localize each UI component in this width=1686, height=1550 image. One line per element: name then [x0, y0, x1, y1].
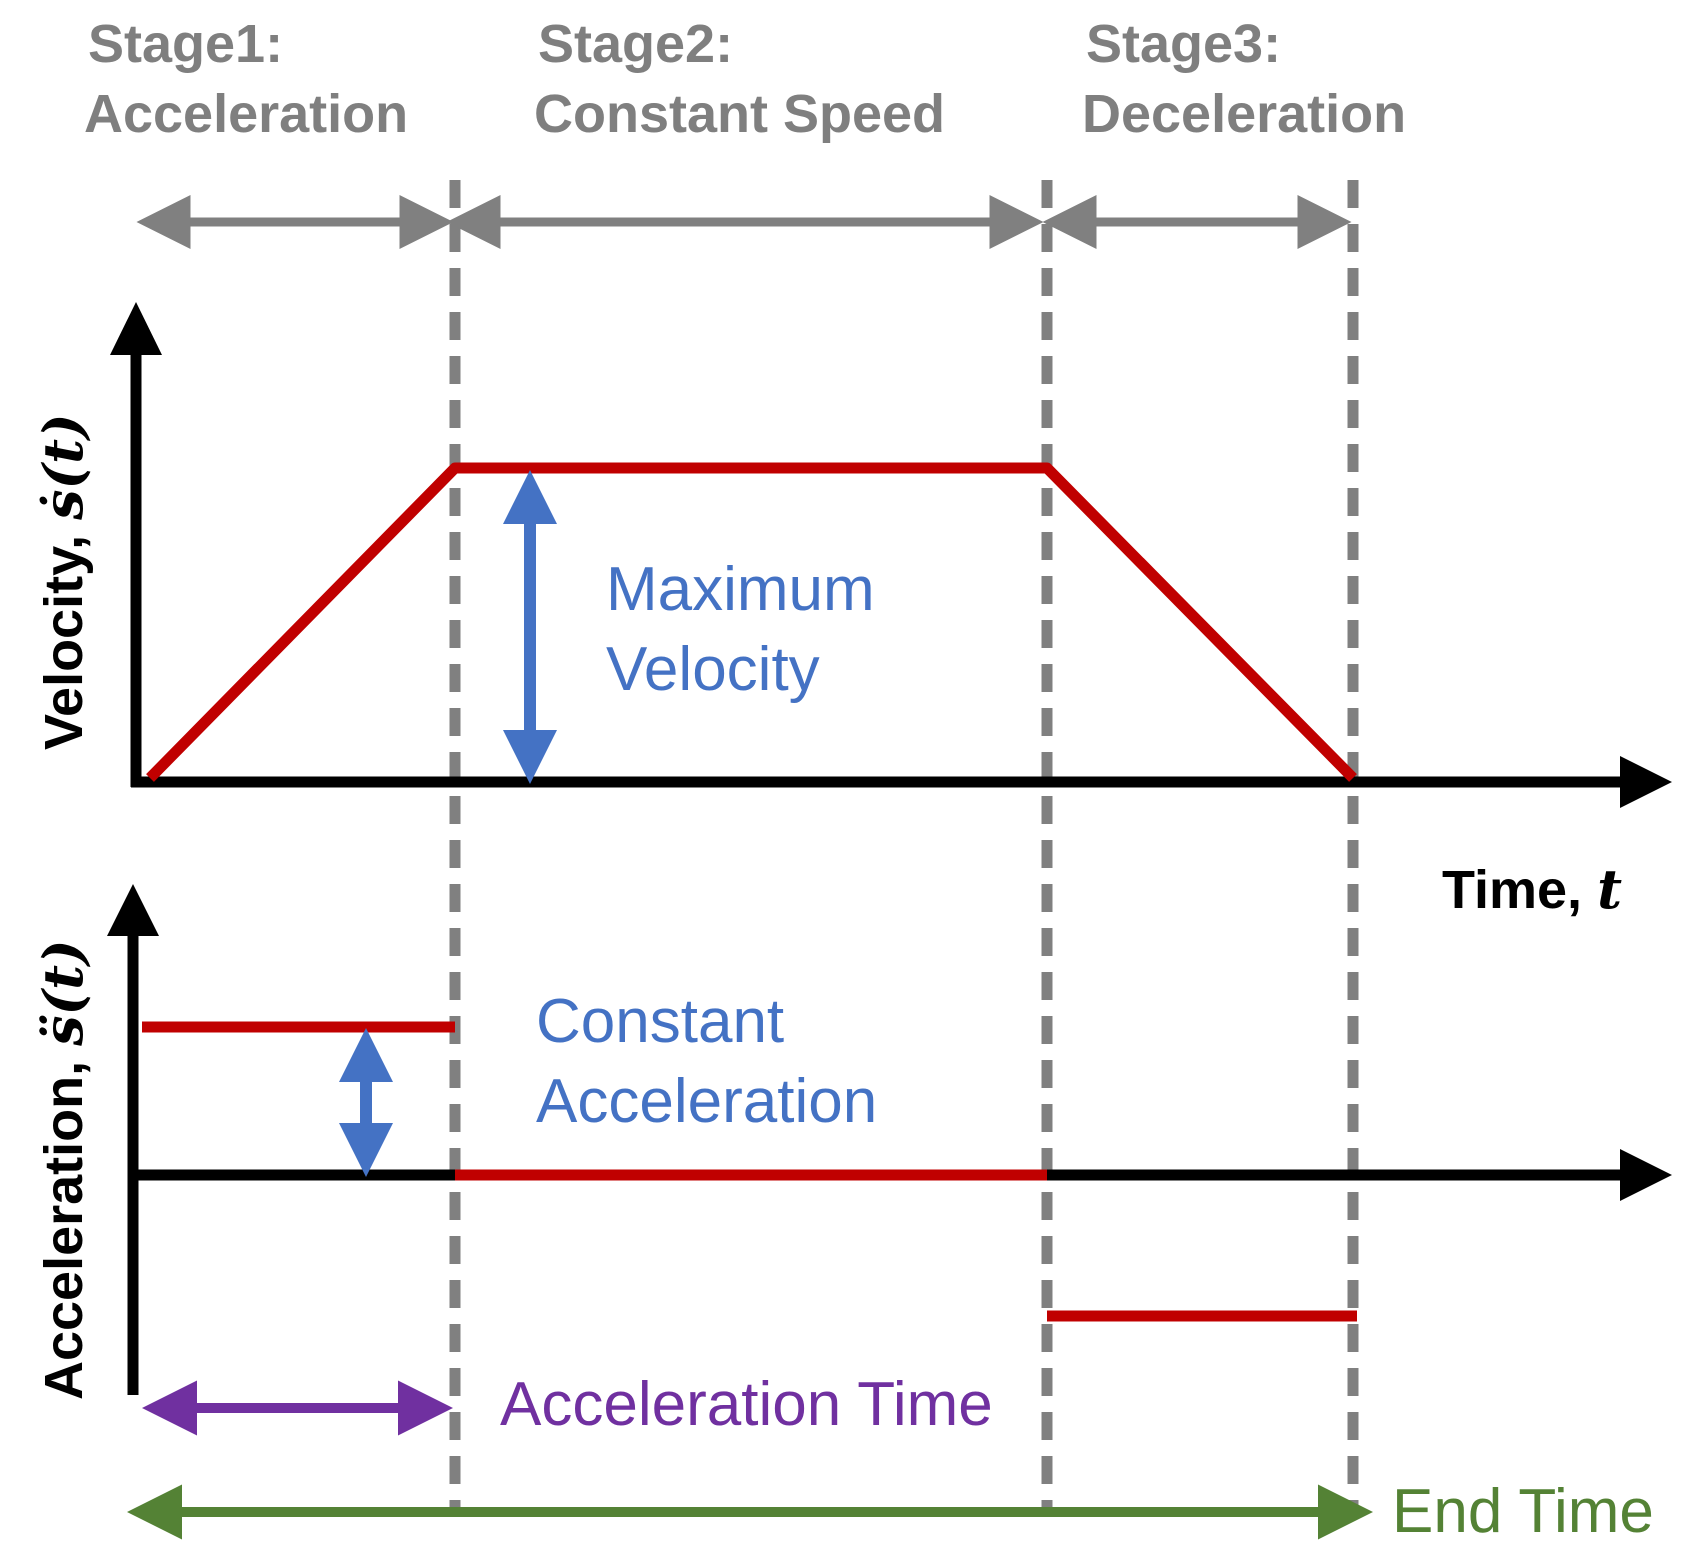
constant-acceleration-label-2: Acceleration [536, 1067, 877, 1136]
velocity-x-arrowhead [1620, 756, 1672, 808]
stage1-name: Acceleration [84, 84, 408, 144]
acceleration-x-arrowhead [1620, 1149, 1672, 1201]
velocity-y-arrowhead [110, 302, 162, 355]
time-axis-title: Time, t [1442, 857, 1622, 921]
stage3-name: Deceleration [1082, 84, 1406, 144]
acceleration-time-label: Acceleration Time [500, 1370, 993, 1439]
constant-acceleration-label-1: Constant [536, 987, 784, 1056]
velocity-profile-line [146, 462, 1357, 782]
end-time-label: End Time [1392, 1477, 1654, 1546]
stage-labels: Stage1: Acceleration Stage2: Constant Sp… [84, 14, 1406, 144]
stage1-title: Stage1: [88, 14, 283, 74]
acceleration-y-arrowhead [107, 884, 159, 936]
velocity-axes [110, 302, 1672, 808]
acceleration-axes [107, 884, 1672, 1395]
velocity-axis-title: Velocity, ṡ(t) [31, 413, 95, 750]
max-velocity-label-1: Maximum [606, 555, 875, 624]
stage-boundaries [449, 180, 1359, 1510]
stage2-title: Stage2: [538, 14, 733, 74]
max-velocity-label-2: Velocity [606, 635, 820, 704]
acceleration-axis-title: Acceleration, s̈(t) [31, 939, 95, 1400]
stage2-name: Constant Speed [534, 84, 945, 144]
stage3-title: Stage3: [1086, 14, 1281, 74]
acceleration-profile [142, 1021, 1357, 1322]
